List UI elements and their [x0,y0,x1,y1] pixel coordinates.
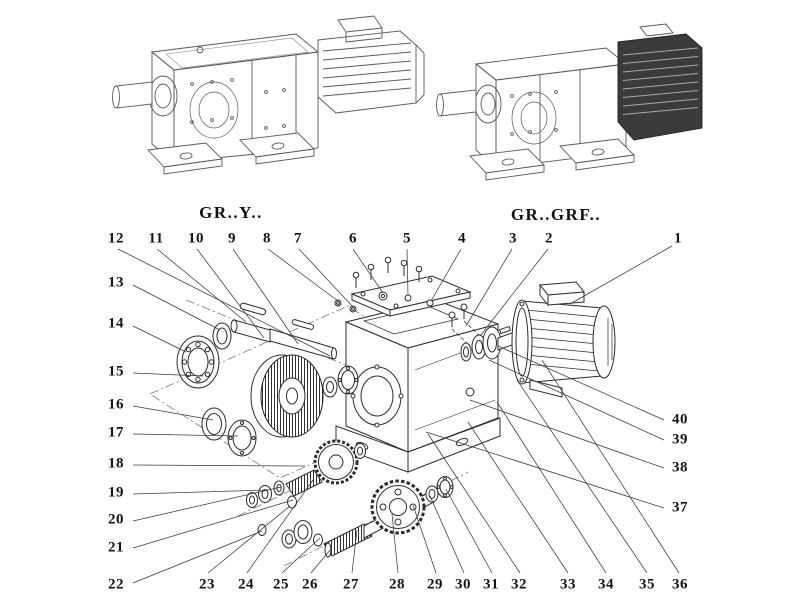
callout-40: 40 [672,411,688,428]
callout-7: 7 [294,230,302,247]
callout-22: 22 [108,576,124,593]
assembly-drawing-gr-grf [436,23,703,181]
callout-28: 28 [389,576,405,593]
callout-8: 8 [263,230,271,247]
callout-2: 2 [545,230,553,247]
input-seals-bearings [176,322,232,389]
callout-26: 26 [302,576,318,593]
leader-25 [281,537,321,574]
leader-24 [246,479,314,574]
callout-25: 25 [273,576,289,593]
leader-29 [412,504,437,574]
leader-9 [232,248,299,345]
leader-5 [406,248,409,296]
callout-29: 29 [427,576,443,593]
leader-22 [132,530,263,584]
callout-38: 38 [672,459,688,476]
leader-6 [352,248,384,294]
leader-1 [569,245,673,305]
callout-6: 6 [349,230,357,247]
callout-34: 34 [598,576,614,593]
callout-3: 3 [509,230,517,247]
leader-17 [132,433,239,437]
leader-34 [496,401,607,574]
callout-37: 37 [672,499,688,516]
leader-10 [196,248,265,339]
callout-17: 17 [108,424,124,441]
leader-11 [156,248,247,323]
callout-23: 23 [199,576,215,593]
callout-36: 36 [672,576,688,593]
leader-4 [430,248,462,302]
leader-38 [469,399,665,469]
callout-15: 15 [108,363,124,380]
leader-2 [479,248,549,337]
large-gear-assembly [250,354,359,438]
callout-14: 14 [108,315,124,332]
exploded-view [117,245,680,584]
variant-label-gr-grf: GR..GRF.. [510,205,602,224]
leader-37 [425,431,665,509]
callout-31: 31 [483,576,499,593]
callout-27: 27 [343,576,359,593]
leader-27 [351,529,358,574]
output-shaft-assembly [281,476,454,558]
leader-7 [298,248,354,308]
callout-20: 20 [108,511,124,528]
leader-39 [488,359,665,441]
callout-13: 13 [108,274,124,291]
callout-5: 5 [403,230,411,247]
callout-12: 12 [108,230,124,247]
callout-39: 39 [672,431,688,448]
leader-26 [310,548,332,574]
input-shaft-assembly [230,302,337,360]
callout-30: 30 [455,576,471,593]
leader-12 [117,248,331,357]
leader-23 [207,505,291,574]
leader-21 [132,499,294,549]
leader-33 [467,421,569,574]
leader-36 [541,359,680,574]
leader-lines [117,245,680,584]
leader-18 [132,464,306,467]
callout-32: 32 [511,576,527,593]
variant-label-gr-y: GR..Y.. [199,203,263,222]
callout-35: 35 [639,576,655,593]
callout-21: 21 [108,539,124,556]
callout-16: 16 [108,396,124,413]
leader-15 [132,372,204,377]
leader-31 [445,488,493,574]
callout-10: 10 [188,230,204,247]
leader-16 [132,405,214,421]
leader-8 [267,248,339,302]
leader-30 [429,495,465,574]
callout-1: 1 [674,230,682,247]
assembly-drawing-gr-y [112,15,425,175]
leader-20 [132,486,282,522]
callout-4: 4 [458,230,466,247]
callout-9: 9 [228,230,236,247]
leader-19 [132,489,267,495]
leader-40 [497,345,665,421]
leader-3 [465,248,513,327]
callout-24: 24 [238,576,254,593]
motor-exploded [497,281,616,398]
leader-35 [516,379,648,574]
callout-33: 33 [560,576,576,593]
flange-adapter-parts [448,303,502,362]
leader-28 [391,513,399,574]
callout-19: 19 [108,484,124,501]
leader-32 [427,433,521,574]
callout-11: 11 [148,230,164,247]
left-bearings [201,407,257,457]
leader-14 [132,325,187,353]
callout-18: 18 [108,455,124,472]
leader-13 [132,284,221,331]
